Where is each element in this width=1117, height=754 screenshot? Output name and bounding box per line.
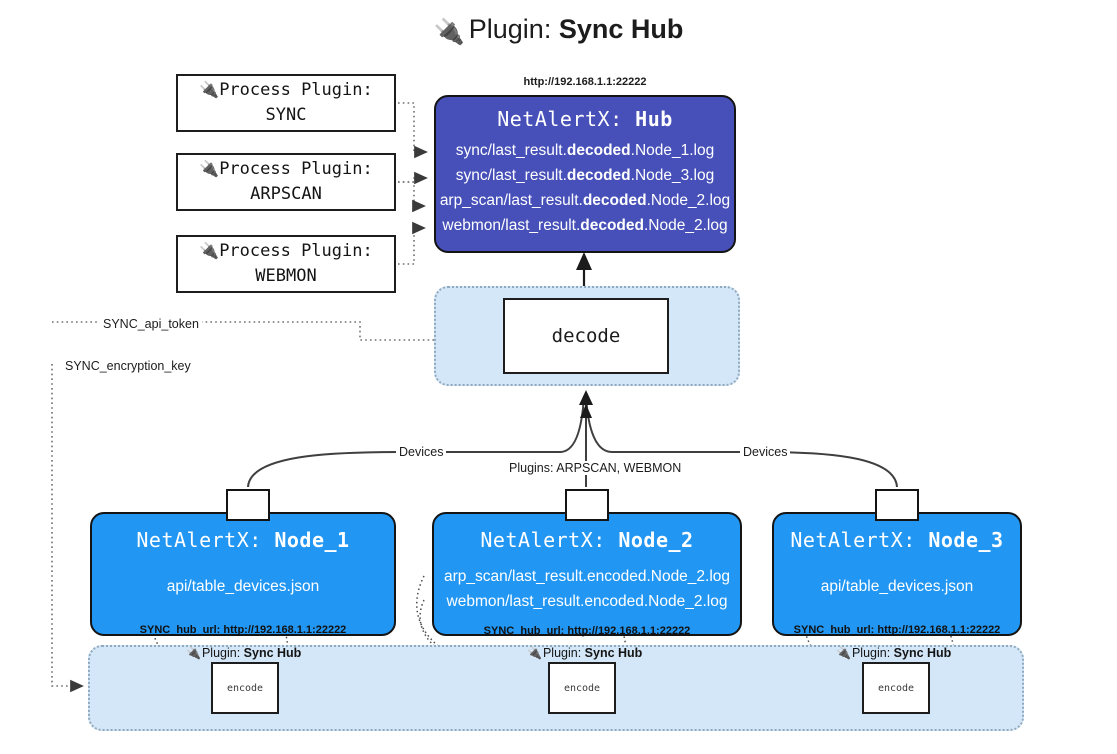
- decode-box[interactable]: decode: [503, 298, 669, 374]
- page-title: 🔌Plugin: Sync Hub: [0, 14, 1117, 46]
- node-title: NetAlertX: Node_1: [136, 528, 350, 552]
- node-line: api/table_devices.json: [820, 578, 974, 595]
- hub-log-line: webmon/last_result.decoded.Node_2.log: [442, 217, 728, 235]
- envelope-icon: [875, 489, 919, 521]
- process-plugin-heading: Process Plugin:: [219, 241, 373, 262]
- process-plugin-arpscan[interactable]: 🔌Process Plugin: ARPSCAN: [176, 153, 396, 211]
- plug-icon: 🔌: [199, 241, 220, 261]
- hub-url: http://192.168.1.1:22222: [523, 76, 647, 88]
- plug-icon: 🔌: [836, 646, 851, 660]
- node-hub-url: SYNC_hub_url: http://192.168.1.1:22222: [139, 624, 347, 636]
- edge-label-devices-right: Devices: [740, 445, 791, 459]
- node-box-node-3[interactable]: NetAlertX: Node_3 api/table_devices.json…: [772, 512, 1022, 636]
- envelope-icon: [565, 489, 609, 521]
- hub-title-prefix: NetAlertX:: [497, 107, 636, 131]
- envelope-icon: [226, 489, 270, 521]
- edge-label-devices-left: Devices: [396, 445, 447, 459]
- hub-log-line: sync/last_result.decoded.Node_3.log: [455, 167, 715, 185]
- plug-icon: 🔌: [527, 646, 542, 660]
- node-line: arp_scan/last_result.encoded.Node_2.log: [443, 568, 731, 585]
- node-title: NetAlertX: Node_2: [480, 528, 694, 552]
- hub-log-line: sync/last_result.decoded.Node_1.log: [455, 142, 715, 159]
- plug-icon: 🔌: [186, 646, 201, 660]
- band-plugin-label: 🔌Plugin: Sync Hub: [527, 646, 643, 660]
- node-box-node-1[interactable]: NetAlertX: Node_1 api/table_devices.json…: [90, 512, 396, 636]
- process-plugin-sync[interactable]: 🔌Process Plugin: SYNC: [176, 74, 396, 132]
- hub-box[interactable]: NetAlertX: Hub sync/last_result.decoded.…: [434, 95, 736, 253]
- encode-box[interactable]: encode: [862, 662, 930, 714]
- hub-title-name: Hub: [635, 107, 673, 131]
- node-hub-url: SYNC_hub_url: http://192.168.1.1:22222: [483, 625, 691, 638]
- band-plugin-label: 🔌Plugin: Sync Hub: [186, 646, 302, 660]
- process-plugin-heading: Process Plugin:: [219, 80, 373, 101]
- edge-label-plugins: Plugins: ARPSCAN, WEBMON: [506, 461, 685, 475]
- node-box-node-2[interactable]: NetAlertX: Node_2 arp_scan/last_result.e…: [432, 512, 742, 638]
- encode-box[interactable]: encode: [548, 662, 616, 714]
- hub-title: NetAlertX: Hub: [436, 107, 734, 131]
- node-hub-url: SYNC_hub_url: http://192.168.1.1:22222: [793, 624, 1001, 636]
- process-plugin-name: WEBMON: [255, 266, 317, 286]
- node-line: webmon/last_result.encoded.Node_2.log: [446, 593, 728, 611]
- node-line: api/table_devices.json: [166, 578, 320, 595]
- encode-box[interactable]: encode: [211, 662, 279, 714]
- edge-label-api-token: SYNC_api_token: [100, 317, 202, 331]
- process-plugin-name: ARPSCAN: [250, 184, 322, 204]
- plug-icon: 🔌: [199, 159, 220, 179]
- title-prefix: Plugin:: [468, 14, 559, 44]
- process-plugin-heading: Process Plugin:: [219, 159, 373, 180]
- node-title: NetAlertX: Node_3: [790, 528, 1004, 552]
- process-plugin-webmon[interactable]: 🔌Process Plugin: WEBMON: [176, 235, 396, 293]
- hub-log-line: arp_scan/last_result.decoded.Node_2.log: [439, 192, 731, 210]
- edge-label-encryption-key: SYNC_encryption_key: [62, 359, 194, 373]
- title-name: Sync Hub: [558, 14, 684, 44]
- process-plugin-name: SYNC: [265, 105, 307, 125]
- plug-icon: 🔌: [199, 80, 220, 100]
- plug-icon: 🔌: [433, 18, 465, 46]
- band-plugin-label: 🔌Plugin: Sync Hub: [836, 646, 952, 660]
